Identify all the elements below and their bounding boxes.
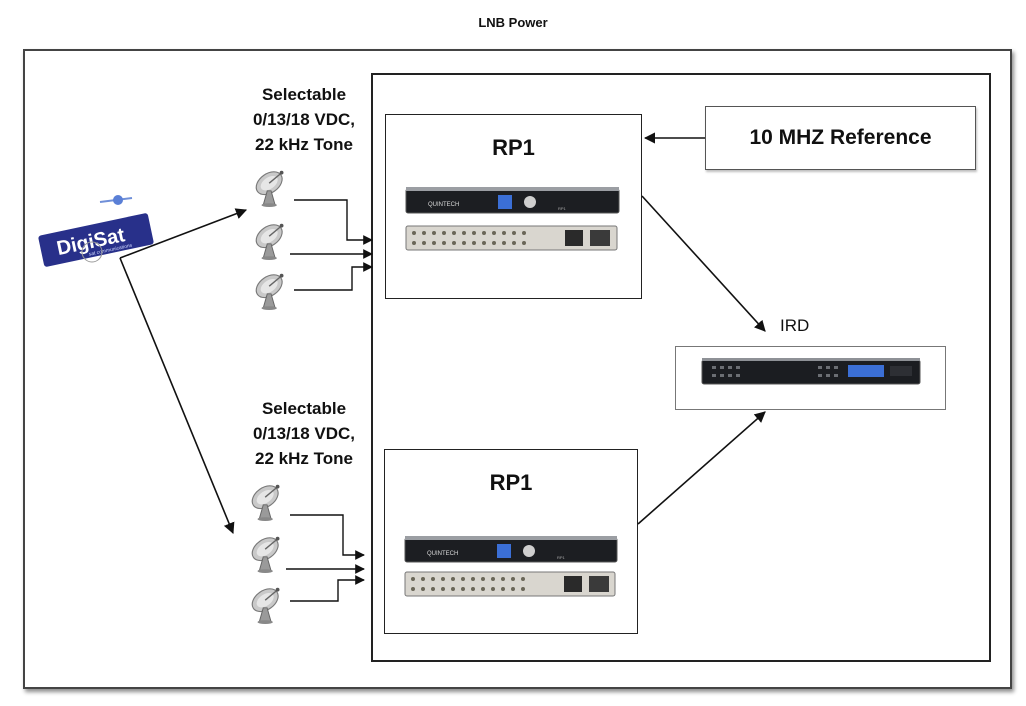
rp1-model: RP1	[557, 555, 566, 560]
rp1-brand: QUINTECH	[427, 551, 458, 557]
lnb-option-line: Selectable	[261, 399, 347, 418]
lnb-options-top: Selectable 0/13/18 VDC, 22 kHz Tone	[229, 82, 379, 157]
inner-frame	[371, 73, 991, 662]
diagram-title: LNB Power	[478, 15, 548, 30]
satellite-logo-icon: DigiSat sat communications	[38, 195, 154, 267]
lnb-option-line: 0/13/18 VDC,	[252, 424, 356, 443]
ird-label: IRD	[780, 316, 810, 335]
rp1-label-bottom: RP1	[489, 470, 533, 495]
satellite-dish-icon	[252, 166, 288, 208]
satellite-dish-icon	[248, 583, 284, 625]
satellite-dish-icon	[248, 480, 284, 522]
rp1-device-bottom: QUINTECH RP1	[404, 536, 618, 597]
reference-box: 10 MHZ Reference	[705, 106, 976, 170]
reference-label: 10 MHZ Reference	[749, 126, 932, 149]
ird-device	[701, 358, 921, 385]
rp1-brand: QUINTECH	[428, 202, 459, 208]
rp1-label-top: RP1	[492, 135, 535, 160]
rp1-model: RP1	[558, 206, 567, 211]
rp1-device-top: QUINTECH RP1	[405, 187, 620, 251]
lnb-option-line: Selectable	[261, 85, 347, 104]
lnb-option-line: 0/13/18 VDC,	[252, 110, 356, 129]
outer-frame	[23, 49, 1012, 689]
satellite-dish-icon	[252, 269, 288, 311]
lnb-options-bottom: Selectable 0/13/18 VDC, 22 kHz Tone	[229, 396, 379, 471]
satellite-dish-icon	[252, 219, 288, 261]
lnb-option-line: 22 kHz Tone	[255, 449, 353, 468]
satellite-dish-icon	[248, 532, 284, 574]
lnb-option-line: 22 kHz Tone	[255, 135, 353, 154]
